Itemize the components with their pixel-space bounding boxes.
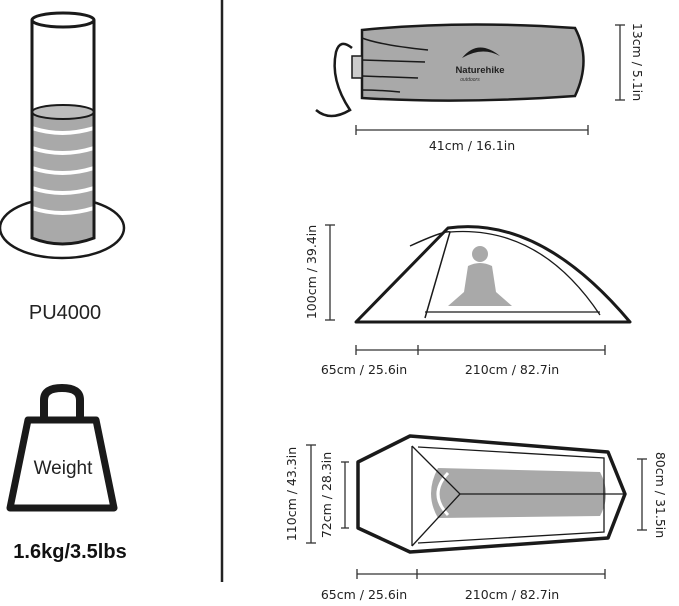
tent-height-dimension-line [325,224,335,321]
top-vestibule-label: 65cm / 25.6in [321,587,407,602]
top-total-width-dimension-line [306,444,316,544]
packed-bag-drawing: Naturehike outdoors [315,23,585,118]
top-total-width-label: 110cm / 43.3in [284,447,299,541]
bag-brand-logo: Naturehike [455,65,504,76]
top-foot-width-dimension-line [341,461,349,529]
top-length-dimension-line [356,569,606,579]
top-foot-width-label: 72cm / 28.3in [319,452,334,538]
tent-top-view [356,434,627,554]
bag-length-dimension-line [355,125,589,135]
side-inner-length-label: 210cm / 82.7in [465,362,559,377]
bag-diameter-label: 13cm / 5.1in [630,23,645,101]
sitting-person-icon [448,246,512,306]
bag-diameter-dimension-line [615,24,625,101]
weight-icon [6,383,118,512]
bag-length-label: 41cm / 16.1in [429,138,515,153]
side-vestibule-label: 65cm / 25.6in [321,362,407,377]
weight-value: 1.6kg/3.5lbs [13,541,126,563]
tent-height-label: 100cm / 39.4in [304,225,319,319]
waterproof-rating: PU4000 [29,302,101,324]
weight-icon-label: Weight [34,458,94,479]
tent-side-view [354,225,632,324]
top-inner-length-label: 210cm / 82.7in [465,587,559,602]
bag-brand-tagline: outdoors [460,77,480,83]
top-head-width-dimension-line [637,458,647,531]
top-head-width-label: 80cm / 31.5in [653,452,668,538]
side-length-dimension-line [355,345,606,355]
waterproof-cylinder-icon [0,11,126,260]
